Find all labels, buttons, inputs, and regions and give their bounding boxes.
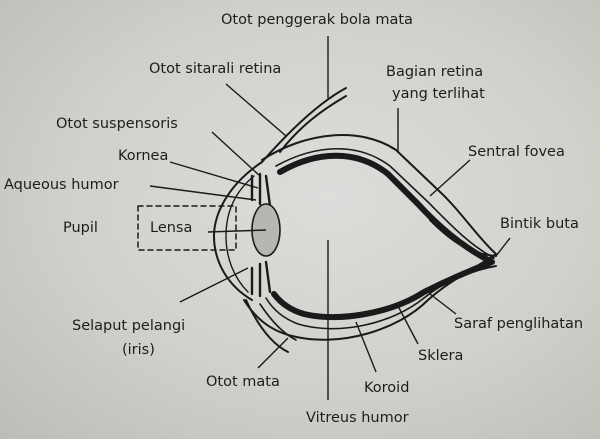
label-otot-mata: Otot mata — [206, 374, 280, 390]
label-pupil: Pupil — [63, 220, 98, 236]
pupil-lens-box — [137, 205, 237, 251]
label-otot-suspensoris: Otot suspensoris — [56, 116, 178, 132]
label-selaput-pelangi-line2: (iris) — [122, 342, 155, 358]
label-saraf-penglihatan: Saraf penglihatan — [454, 316, 584, 332]
iris-upper — [250, 172, 272, 208]
label-kornea: Kornea — [118, 148, 169, 164]
optic-nerve-bottom — [429, 265, 497, 293]
cornea-inner — [225, 175, 255, 293]
cornea — [213, 161, 263, 301]
label-lensa: Lensa — [150, 220, 193, 236]
label-bagian-retina-line2: yang terlihat — [392, 86, 485, 102]
label-selaput-pelangi-line1: Selaput pelangi — [72, 318, 186, 334]
label-otot-penggerak-bola-mata: Otot penggerak bola mata — [221, 12, 413, 28]
upper-muscle — [261, 87, 347, 163]
label-bagian-retina-line1: Bagian retina — [386, 64, 484, 80]
optic-nerve-top — [429, 219, 497, 257]
label-bintik-buta: Bintik buta — [500, 216, 579, 232]
iris-lower — [250, 260, 272, 298]
label-sklera: Sklera — [418, 348, 464, 364]
label-sentral-fovea: Sentral fovea — [468, 144, 565, 160]
label-otot-sitarali-retina: Otot sitarali retina — [149, 61, 282, 77]
upper-muscle-inner — [279, 95, 347, 153]
lower-muscle — [245, 299, 289, 353]
retina-layer — [271, 152, 495, 321]
label-aqueous-humor: Aqueous humor — [4, 177, 119, 193]
lower-muscle-inner — [259, 303, 297, 341]
label-vitreus-humor: Vitreus humor — [306, 410, 409, 426]
label-koroid: Koroid — [364, 380, 410, 396]
